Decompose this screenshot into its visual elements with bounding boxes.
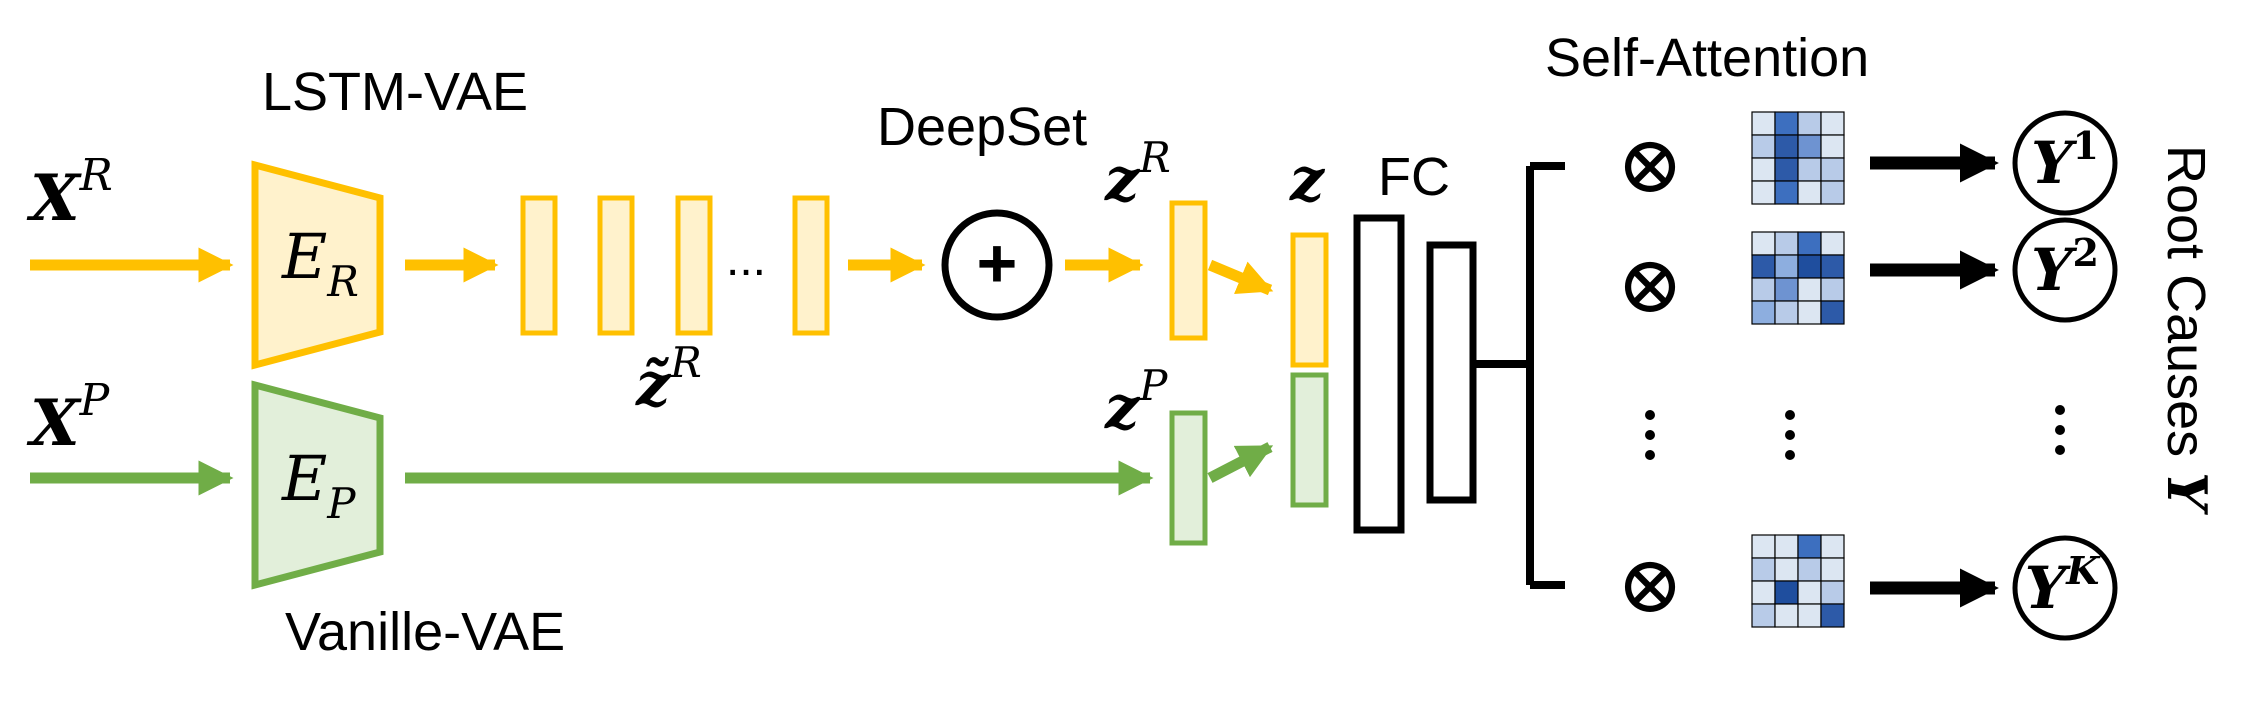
attention-cell: [1820, 180, 1845, 205]
latent-sequence-box: [597, 195, 635, 336]
sum-aggregation-circle: [941, 209, 1053, 321]
otimes-symbol: ⊗: [1616, 118, 1683, 211]
attention-cell: [1751, 557, 1776, 582]
ztilde-r-label: z̃R: [635, 338, 702, 420]
root-causes-label: Root Causes Y: [2155, 145, 2219, 515]
attention-cell: [1820, 134, 1845, 159]
attention-cell: [1774, 231, 1799, 256]
z-vector-upper-box: [1290, 232, 1329, 368]
attention-cell: [1774, 300, 1799, 325]
encoder-ep-trapezoid: [251, 380, 384, 590]
sequence-ellipsis: ...: [726, 233, 766, 286]
encoder-er-label: ER: [281, 220, 359, 306]
attention-cell: [1797, 157, 1822, 182]
attention-cell: [1797, 180, 1822, 205]
output-node-y1: [2012, 110, 2118, 216]
lstm-vae-label: LSTM-VAE: [262, 62, 528, 122]
attention-cell: [1820, 277, 1845, 302]
attention-cell: [1797, 603, 1822, 628]
input-xp-label: XP: [26, 375, 111, 461]
attention-cell: [1820, 300, 1845, 325]
fc-layer-2: [1426, 241, 1477, 504]
attention-cell: [1820, 157, 1845, 182]
zr-to-z-arrow: [1207, 259, 1274, 296]
attention-cell: [1797, 300, 1822, 325]
output-y1-label: Y1: [2031, 123, 2099, 197]
attention-cell: [1820, 231, 1845, 256]
attention-cell: [1820, 603, 1845, 628]
vertical-ellipsis: [1785, 410, 1795, 460]
zr-label: zR: [1104, 133, 1171, 215]
output-yk-label: YK: [2025, 548, 2101, 622]
sum-symbol: +: [977, 224, 1018, 302]
vertical-ellipsis: [2055, 405, 2065, 455]
attention-cell: [1751, 111, 1776, 136]
encoder-ep-label: EP: [281, 442, 356, 528]
attention-cell: [1751, 580, 1776, 605]
vertical-ellipsis: [1645, 410, 1655, 460]
fc-label: FC: [1378, 147, 1450, 207]
encoder-er-trapezoid: [251, 160, 384, 370]
attention-cell: [1797, 231, 1822, 256]
attention-cell: [1820, 111, 1845, 136]
zp-vector-box: [1169, 410, 1208, 546]
z-vector-lower-box: [1290, 372, 1329, 508]
attention-cell: [1751, 231, 1776, 256]
attention-cell: [1774, 580, 1799, 605]
attention-cell: [1797, 277, 1822, 302]
deepset-label: DeepSet: [877, 97, 1087, 157]
attention-cell: [1751, 277, 1776, 302]
attention-cell: [1774, 180, 1799, 205]
attention-cell: [1774, 534, 1799, 559]
attention-cell: [1774, 603, 1799, 628]
otimes-symbol: ⊗: [1616, 238, 1683, 331]
output-y2-label: Y2: [2031, 230, 2099, 304]
attention-cell: [1797, 134, 1822, 159]
output-node-y2: [2012, 217, 2118, 323]
multi-head-bracket: [1475, 162, 1565, 589]
attention-cell: [1820, 580, 1845, 605]
attention-cell: [1774, 134, 1799, 159]
input-xr-label: XR: [26, 150, 113, 236]
self-attention-label: Self-Attention: [1545, 28, 1869, 88]
attention-cell: [1751, 254, 1776, 279]
attention-cell: [1820, 254, 1845, 279]
attention-map: [1751, 111, 1845, 205]
attention-cell: [1774, 254, 1799, 279]
latent-sequence-box: [520, 195, 558, 336]
otimes-symbol: ⊗: [1616, 538, 1683, 631]
attention-cell: [1751, 180, 1776, 205]
attention-cell: [1751, 300, 1776, 325]
zr-vector-box: [1169, 200, 1208, 341]
attention-cell: [1797, 111, 1822, 136]
attention-cell: [1797, 557, 1822, 582]
attention-cell: [1751, 134, 1776, 159]
attention-cell: [1820, 557, 1845, 582]
latent-sequence-box: [792, 195, 830, 336]
zp-label: zP: [1104, 361, 1168, 443]
attention-cell: [1774, 111, 1799, 136]
attention-cell: [1797, 580, 1822, 605]
attention-map: [1751, 534, 1845, 628]
attention-cell: [1774, 157, 1799, 182]
attention-cell: [1751, 603, 1776, 628]
attention-cell: [1774, 557, 1799, 582]
zp-to-z-arrow: [1207, 442, 1274, 483]
latent-sequence-box: [675, 195, 713, 336]
attention-cell: [1797, 254, 1822, 279]
attention-cell: [1797, 534, 1822, 559]
vanille-vae-label: Vanille-VAE: [285, 602, 565, 662]
z-label: z: [1289, 145, 1326, 215]
fc-layer-1: [1353, 214, 1405, 534]
attention-cell: [1774, 277, 1799, 302]
attention-cell: [1751, 534, 1776, 559]
attention-map: [1751, 231, 1845, 325]
output-node-yk: [2012, 535, 2118, 641]
attention-cell: [1751, 157, 1776, 182]
attention-cell: [1820, 534, 1845, 559]
